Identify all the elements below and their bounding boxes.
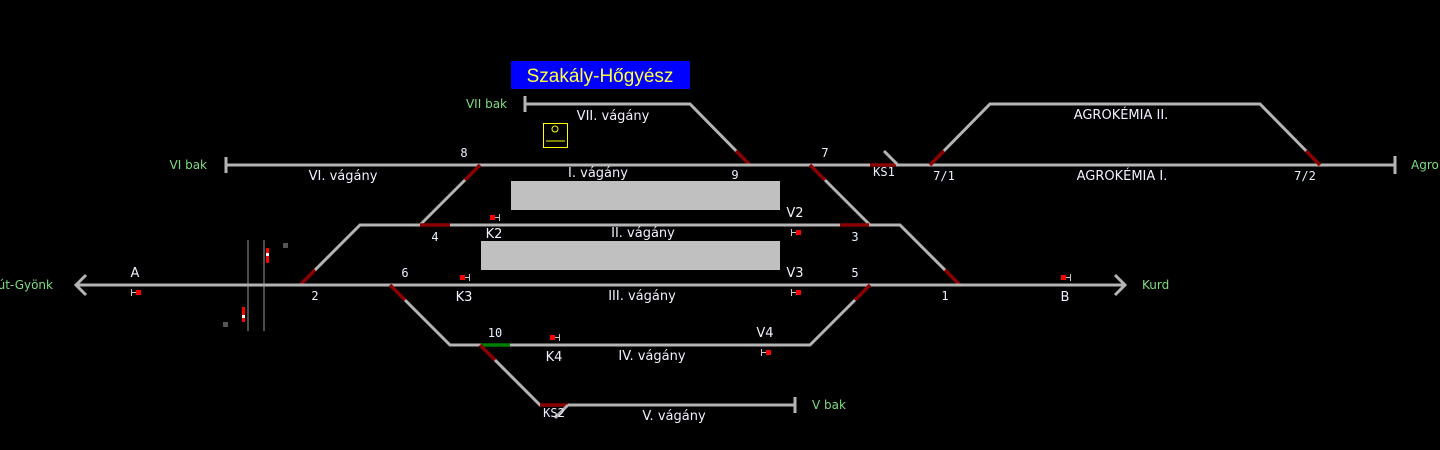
switch-label-7-2: 7/2 — [1294, 169, 1316, 183]
platform-1 — [511, 181, 780, 210]
track-label-vi: VI. vágány — [309, 169, 378, 184]
signal-K4[interactable] — [550, 334, 560, 341]
switch-label-ks1: KS1 — [873, 165, 895, 179]
switch-label-4: 4 — [431, 230, 438, 244]
signal-label-A: A — [131, 266, 140, 281]
switch-label-7: 7 — [821, 146, 828, 160]
arrow-right-icon — [1113, 273, 1128, 297]
station-title: Szakály-Hőgyész — [511, 61, 690, 89]
track-iii-main[interactable] — [73, 273, 1128, 297]
signal-label-V2: V2 — [786, 206, 803, 221]
platform-2 — [481, 241, 780, 270]
station-title-text: Szakály-Hőgyész — [527, 66, 674, 87]
switch-label-9: 9 — [731, 168, 738, 182]
track-label-iii: III. vágány — [608, 289, 676, 304]
crossing-signal-icon — [266, 248, 269, 263]
switch-label-3: 3 — [851, 230, 858, 244]
track-ii[interactable] — [298, 223, 962, 287]
station-title-box — [511, 61, 690, 89]
switch-label-5: 5 — [851, 266, 858, 280]
switch-8[interactable] — [418, 163, 482, 227]
destination-right: Kurd — [1142, 278, 1169, 292]
switch-label-6: 6 — [401, 266, 408, 280]
track-agro2[interactable] — [928, 102, 1322, 167]
switch-label-1: 1 — [941, 289, 948, 303]
signal-V2[interactable] — [791, 229, 802, 236]
track-label-vii: VII. vágány — [577, 109, 650, 124]
signal-V3[interactable] — [791, 289, 802, 296]
track-label-agro2: AGROKÉMIA II. — [1074, 107, 1169, 123]
signal-V4[interactable] — [761, 349, 772, 356]
signal-label-K4: K4 — [546, 350, 563, 365]
destination-left: út-Gyönk — [0, 278, 53, 292]
signal-label-B: B — [1061, 290, 1070, 305]
track-label-agro1: AGROKÉMIA I. — [1077, 168, 1168, 184]
crossing-signal-icon — [242, 307, 245, 322]
signal-label-K2: K2 — [486, 227, 503, 242]
destination-agro: Agro — [1411, 158, 1439, 172]
track-v[interactable] — [478, 343, 797, 420]
crossing-indicator-icon — [223, 322, 228, 327]
signal-label-V4: V4 — [756, 326, 773, 341]
track-iv[interactable] — [388, 283, 872, 347]
track-label-v: V. vágány — [642, 409, 706, 424]
signal-B[interactable] — [1061, 274, 1071, 281]
switch-label-ks2: KS2 — [543, 406, 565, 420]
signal-label-V3: V3 — [786, 266, 803, 281]
switch-label-8: 8 — [460, 146, 467, 160]
switch-label-2: 2 — [311, 289, 318, 303]
station-building-icon — [543, 123, 568, 148]
track-vi-i[interactable] — [224, 149, 1397, 174]
level-crossing[interactable] — [223, 240, 288, 331]
track-label-i: I. vágány — [568, 166, 628, 181]
switch-label-10: 10 — [488, 326, 502, 340]
switch-7[interactable] — [808, 163, 872, 227]
v-bak-label: V bak — [812, 398, 846, 412]
signal-K3[interactable] — [460, 274, 470, 281]
track-label-ii: II. vágány — [611, 226, 675, 241]
track-vii[interactable] — [523, 96, 752, 167]
track-label-iv: IV. vágány — [618, 349, 685, 364]
signal-K2[interactable] — [490, 214, 500, 221]
signal-A[interactable] — [131, 289, 141, 296]
signal-label-K3: K3 — [456, 290, 473, 305]
crossing-indicator-icon — [283, 243, 288, 248]
vi-bak-label: VI bak — [170, 158, 208, 172]
arrow-left-icon — [73, 273, 88, 297]
vii-bak-label: VII bak — [466, 97, 507, 111]
switch-label-7-1: 7/1 — [933, 169, 955, 183]
